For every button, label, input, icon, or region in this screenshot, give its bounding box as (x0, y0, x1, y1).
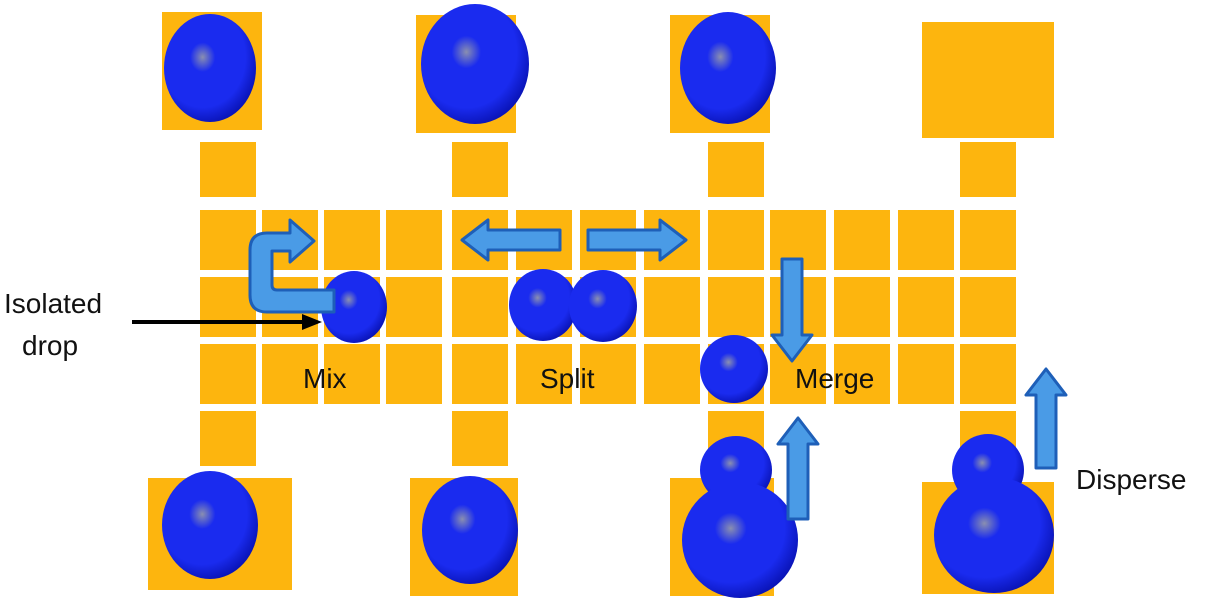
merge-arrow-up (776, 416, 820, 521)
droplet-12 (934, 477, 1054, 593)
electrode-pad-r1-c7 (644, 277, 700, 337)
label-mix: Mix (303, 363, 347, 394)
label-isolated-line1: Isolated (4, 288, 103, 319)
droplet-9 (162, 471, 258, 579)
electrode-pad-r2-c7 (644, 344, 700, 404)
electrode-pad-r0-c11 (898, 210, 954, 270)
mix-arrow (248, 218, 336, 314)
electrode-pad-r1-c8 (708, 277, 764, 337)
split-arrow-left (460, 218, 562, 262)
droplet-6 (700, 335, 768, 403)
electrode-pad-r0-c10 (834, 210, 890, 270)
merge-arrow-down (770, 257, 814, 363)
electrode-pad-r0-c3 (386, 210, 442, 270)
feed-pad-bottom-0 (200, 411, 256, 466)
split-arrow-right (586, 218, 688, 262)
electrode-pad-r0-c2 (324, 210, 380, 270)
electrode-pad-r1-c3 (386, 277, 442, 337)
isolated-drop-pointer (132, 314, 322, 330)
label-isolated-line2: drop (22, 330, 79, 361)
electrode-pad-r0-c12 (960, 210, 1016, 270)
droplet-11 (682, 482, 798, 598)
feed-pad-top-0 (200, 142, 256, 197)
droplet-0 (164, 14, 256, 122)
electrode-pad-r2-c6 (580, 344, 636, 404)
electrode-pad-r0-c8 (708, 210, 764, 270)
electrode-pad-r2-c11 (898, 344, 954, 404)
feed-pad-top-3 (960, 142, 1016, 197)
label-disperse: Disperse (1076, 464, 1187, 495)
electrode-pad-r2-c0 (200, 344, 256, 404)
droplet-4 (509, 269, 577, 341)
electrode-pad-r1-c11 (898, 277, 954, 337)
droplet-5 (569, 270, 637, 342)
droplets (162, 4, 1054, 598)
electrode-pad-r1-c4 (452, 277, 508, 337)
disperse-arrow-up (1024, 367, 1068, 470)
electrode-pad-r1-c12 (960, 277, 1016, 337)
electrode-pad-r2-c5 (516, 344, 572, 404)
electrode-pad-r2-c2 (324, 344, 380, 404)
droplet-10 (422, 476, 518, 584)
electrode-pad-r1-c10 (834, 277, 890, 337)
electrode-pad-r2-c3 (386, 344, 442, 404)
feed-pad-bottom-1 (452, 411, 508, 466)
electrode-pad-r1-c0 (200, 277, 256, 337)
label-merge: Merge (795, 363, 875, 394)
electrode-pad-r0-c0 (200, 210, 256, 270)
electrode-pad-r2-c10 (834, 344, 890, 404)
droplet-2 (680, 12, 776, 124)
feed-pad-top-1 (452, 142, 508, 197)
pointer-head (302, 314, 322, 330)
droplet-3 (321, 271, 387, 343)
electrode-pad-r2-c4 (452, 344, 508, 404)
motion-arrows (248, 218, 1068, 521)
reservoir-top-3 (922, 22, 1054, 138)
electrode-pad-r2-c1 (262, 344, 318, 404)
feed-pad-top-2 (708, 142, 764, 197)
electrode-pad-r2-c12 (960, 344, 1016, 404)
label-split: Split (540, 363, 595, 394)
droplet-1 (421, 4, 529, 124)
